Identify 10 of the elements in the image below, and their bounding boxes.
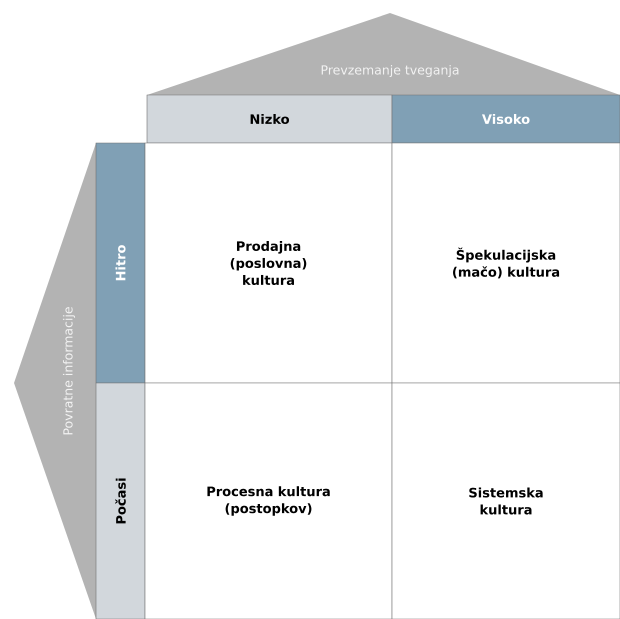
- matrix-cell: Procesna kultura (postopkov): [144, 382, 392, 619]
- matrix-cell: Špekulacijska (mačo) kultura: [392, 142, 620, 384]
- triangle-band: Povratne informacije: [14, 143, 96, 619]
- row-header: Počasi: [96, 382, 146, 619]
- matrix-cell: Sistemska kultura: [392, 382, 620, 619]
- column-header: Visoko: [392, 94, 620, 144]
- row-header: Hitro: [96, 142, 146, 384]
- column-header: Nizko: [146, 94, 392, 144]
- triangle-band: Prevzemanje tveganja: [147, 13, 620, 95]
- matrix-cell: Prodajna (poslovna) kultura: [144, 142, 392, 384]
